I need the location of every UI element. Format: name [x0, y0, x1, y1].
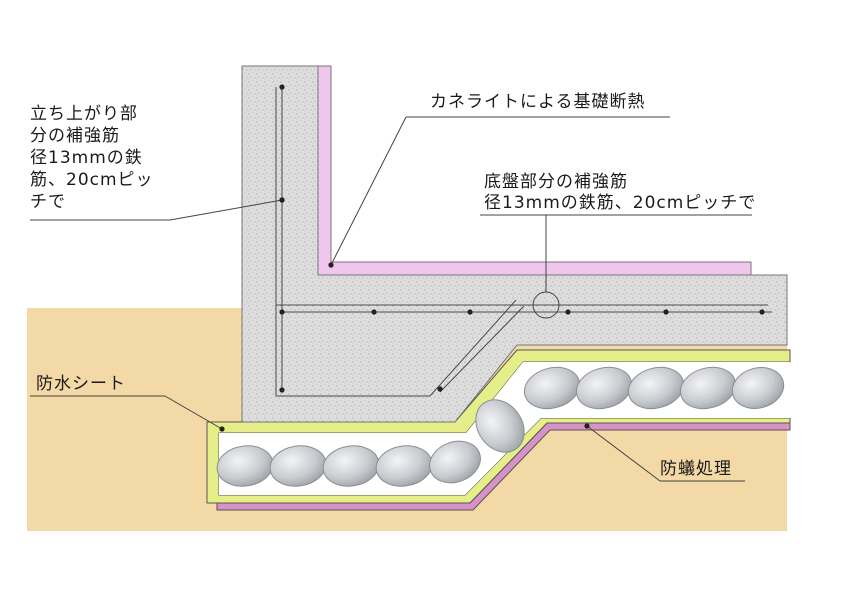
leader-endpoints	[219, 197, 590, 432]
label-waterproof-sheet: 防水シート	[36, 374, 126, 394]
rebar-dot	[437, 386, 443, 392]
stone	[475, 399, 525, 453]
rebar-dot	[759, 309, 765, 315]
rebar-dot	[279, 84, 285, 90]
rebar-dot	[371, 309, 377, 315]
label-termite-treatment: 防蟻処理	[660, 459, 732, 479]
label-slab-rebar: 底盤部分の補強筋 径13mmの鉄筋、20cmピッチで	[484, 172, 757, 213]
rebar-dot	[279, 309, 285, 315]
insulation-board	[317, 65, 752, 276]
rebar-dot	[565, 309, 571, 315]
stone	[523, 366, 581, 410]
rebar-lines	[275, 87, 772, 397]
stone	[627, 366, 685, 410]
rebar-cross-sections	[279, 84, 765, 393]
rebar-dot	[467, 309, 473, 315]
leader-lines	[30, 116, 752, 482]
rebar-dot	[279, 387, 285, 393]
stone	[429, 440, 481, 484]
stone	[731, 367, 785, 409]
rebar-dot	[663, 309, 669, 315]
stone	[575, 366, 633, 410]
label-insulation: カネライトによる基礎断熱	[430, 92, 646, 112]
label-wall-rebar: 立ち上がり部 分の補強筋 径13mmの鉄 筋、20cmピッ チで	[30, 104, 154, 212]
crushed-stones	[216, 366, 785, 487]
